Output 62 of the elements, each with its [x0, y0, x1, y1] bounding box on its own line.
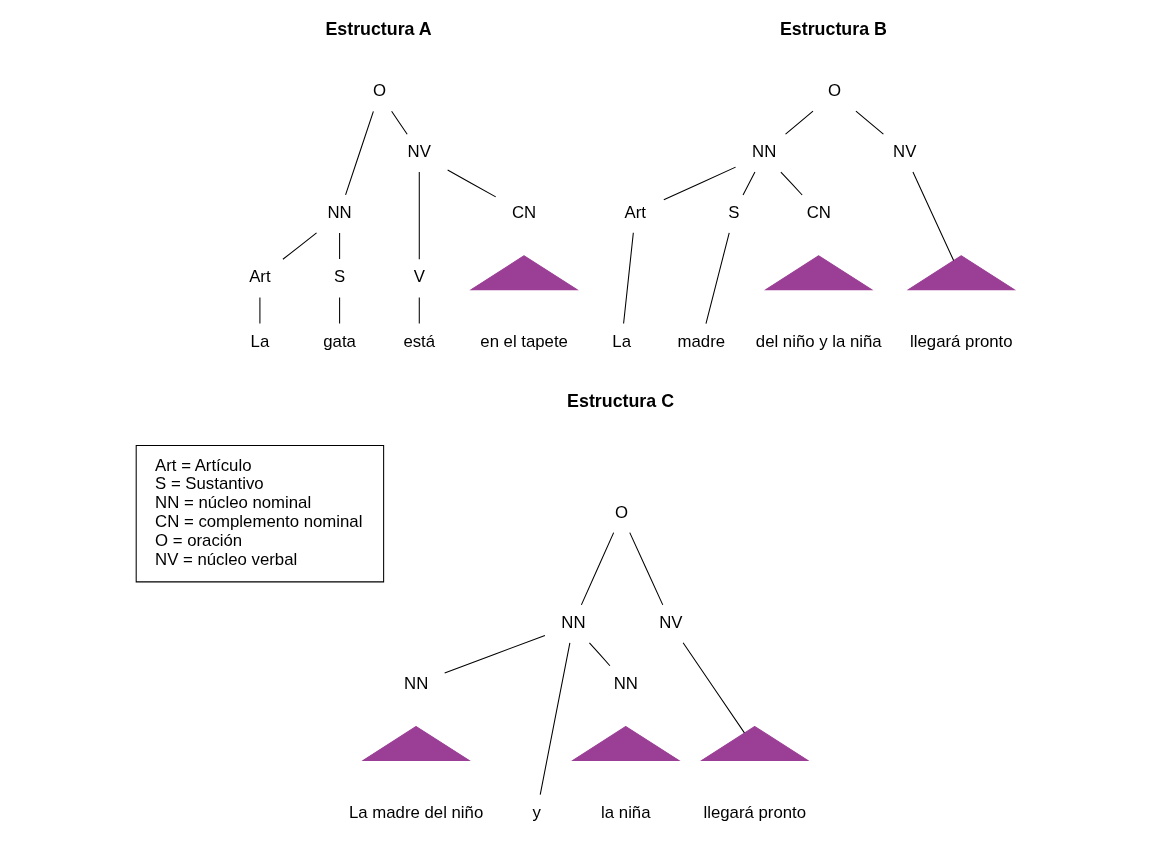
node-text: Art — [624, 202, 646, 222]
node-text: está — [402, 331, 435, 351]
connector — [588, 642, 610, 667]
node-text: NN — [326, 202, 352, 222]
connector — [446, 169, 496, 198]
connector — [622, 232, 634, 325]
node-label: en el tapete — [479, 331, 568, 351]
node-triangle — [763, 255, 873, 291]
node-text: V — [413, 267, 425, 287]
connector — [338, 232, 340, 260]
connector — [682, 642, 745, 734]
connector — [580, 532, 614, 606]
node-text: S — [333, 267, 345, 287]
node-text: La — [611, 331, 631, 351]
node-label: llegará pronto — [703, 802, 806, 822]
node-text: La — [250, 331, 269, 351]
node-text: S — [727, 202, 739, 222]
connector — [539, 642, 570, 796]
connector — [344, 110, 374, 196]
connector — [418, 171, 420, 260]
node-text: y — [532, 802, 541, 822]
node-text: Art — [248, 267, 271, 287]
node-text: NV — [658, 612, 683, 632]
connector — [338, 296, 340, 325]
connector — [742, 171, 755, 196]
node-text: O — [827, 81, 841, 101]
node-text: O — [372, 81, 386, 101]
connector — [418, 296, 420, 325]
label: Estructura C — [566, 390, 674, 411]
label: Estructura A — [324, 18, 432, 39]
node-label: llegará pronto — [909, 331, 1013, 351]
node-text: NN — [751, 142, 776, 162]
node-triangle — [906, 255, 1016, 291]
node-triangle — [360, 725, 471, 761]
node-text: O — [614, 502, 628, 522]
connector — [662, 166, 736, 201]
connector — [779, 171, 803, 196]
node-triangle — [699, 725, 810, 761]
node-label: la niña — [600, 802, 651, 822]
node-box: Art = Artículo S = Sustantivo NN = núcleo nominal CN = complemento nominal O = oración NV = núcleo verbal — [135, 445, 384, 583]
node-text: NN — [560, 612, 586, 632]
connector — [390, 110, 408, 135]
node-text: NV — [892, 142, 916, 162]
connector — [628, 532, 663, 606]
connector — [854, 110, 884, 135]
node-triangle — [468, 255, 579, 291]
connector — [911, 171, 954, 262]
node-text: madre — [677, 331, 725, 351]
node-text: gata — [322, 331, 356, 351]
node-text: CN — [806, 202, 831, 222]
node-triangle — [570, 725, 681, 761]
node-text: NV — [407, 142, 431, 162]
label: Estructura B — [779, 18, 887, 39]
node-text: NN — [403, 673, 428, 693]
connector — [704, 232, 730, 325]
connector — [784, 110, 814, 135]
connector — [443, 634, 545, 674]
node-label: La madre del niño — [348, 802, 483, 822]
node-text: CN — [511, 202, 536, 222]
node-label: del niño y la niña — [755, 331, 882, 351]
node-text: NN — [613, 673, 638, 693]
connector — [281, 232, 317, 260]
